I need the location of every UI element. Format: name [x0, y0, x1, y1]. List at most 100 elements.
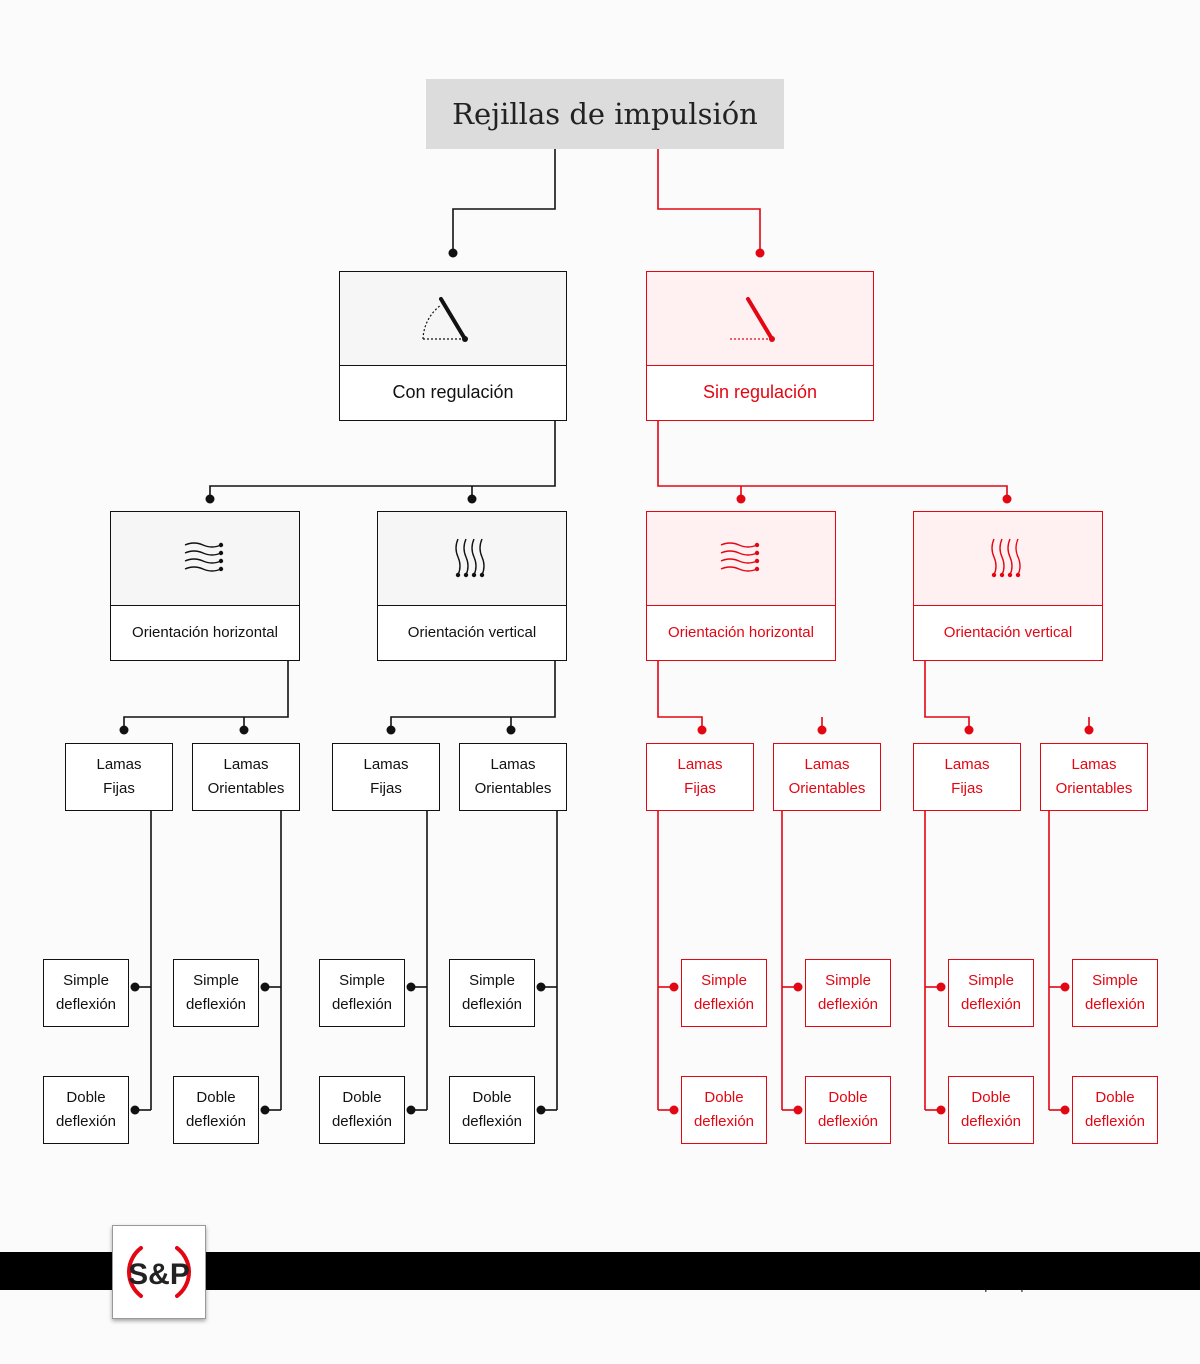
- deflexion-word: deflexión: [55, 996, 117, 1013]
- label-sin-regulacion: Sin regulación: [702, 382, 818, 402]
- connector-dot: [506, 725, 516, 735]
- connector-dot: [936, 982, 946, 992]
- deflexion-kind: Doble: [196, 1089, 236, 1106]
- lamas-fijas-box: Lamas Fijas: [65, 743, 173, 811]
- diagram-title: Rejillas de impulsión: [426, 79, 784, 149]
- connector-dot: [1084, 725, 1094, 735]
- deflexion-word: deflexión: [1084, 1113, 1146, 1130]
- connector-dot: [386, 725, 396, 735]
- deflexion-word: deflexión: [817, 996, 879, 1013]
- deflexion-kind: Doble: [472, 1089, 512, 1106]
- connector-dot: [1002, 494, 1012, 504]
- connector-dot: [260, 1105, 270, 1115]
- connector-dot: [119, 725, 129, 735]
- deflexion-word: deflexión: [461, 1113, 523, 1130]
- connector-dot: [130, 982, 140, 992]
- lamas-type: Orientables: [474, 780, 552, 797]
- connector-dot: [536, 1105, 546, 1115]
- simple-deflexion-box: Simple deflexión: [805, 959, 891, 1027]
- lamas-type: Orientables: [1055, 780, 1133, 797]
- deflexion-kind: Simple: [825, 972, 871, 989]
- card-con-vertical: Orientación vertical: [377, 511, 567, 661]
- lamas-word: Lamas: [804, 756, 850, 773]
- connector-dot: [669, 982, 679, 992]
- connector-dot: [205, 494, 215, 504]
- deflexion-kind: Simple: [339, 972, 385, 989]
- sp-logo-icon: S&P: [112, 1225, 206, 1319]
- deflexion-kind: Simple: [193, 972, 239, 989]
- connector-con-horizontal: [209, 421, 556, 499]
- deflexion-word: deflexión: [693, 996, 755, 1013]
- connector-dot: [467, 494, 477, 504]
- lamas-word: Lamas: [363, 756, 409, 773]
- label-sin-vertical: Orientación vertical: [943, 624, 1073, 641]
- lamas-word: Lamas: [677, 756, 723, 773]
- card-con-horizontal: Orientación horizontal: [110, 511, 300, 661]
- connector-dot: [260, 982, 270, 992]
- connector-dot: [448, 248, 458, 258]
- connector-title-con: [452, 149, 556, 253]
- connector-dot: [1060, 1105, 1070, 1115]
- lamas-type: Orientables: [207, 780, 285, 797]
- connector-dot: [1060, 982, 1070, 992]
- connector-dot: [793, 1105, 803, 1115]
- lamas-word: Lamas: [223, 756, 269, 773]
- footer-url: www.solerpalau.com: [930, 1284, 1076, 1292]
- logo-text: S&P: [128, 1258, 190, 1291]
- lamas-orientables-box: Lamas Orientables: [773, 743, 881, 811]
- simple-deflexion-box: Simple deflexión: [173, 959, 259, 1027]
- connector-dot: [406, 982, 416, 992]
- connector-dot: [755, 248, 765, 258]
- connector-dot: [736, 494, 746, 504]
- connector-dot: [406, 1105, 416, 1115]
- doble-deflexion-box: Doble deflexión: [681, 1076, 767, 1144]
- lamas-fijas-box: Lamas Fijas: [332, 743, 440, 811]
- connector-dot: [964, 725, 974, 735]
- lamas-fijas-box: Lamas Fijas: [646, 743, 754, 811]
- lamas-type: Fijas: [684, 780, 716, 797]
- deflexion-word: deflexión: [331, 996, 393, 1013]
- connector-lamas: [390, 661, 556, 730]
- label-con-regulacion: Con regulación: [392, 382, 514, 402]
- label-sin-horizontal: Orientación horizontal: [668, 624, 814, 641]
- deflexion-kind: Simple: [469, 972, 515, 989]
- lamas-type: Fijas: [951, 780, 983, 797]
- lamas-word: Lamas: [96, 756, 142, 773]
- connector-lamas: [924, 661, 970, 730]
- deflexion-kind: Doble: [1095, 1089, 1135, 1106]
- connector-lamas: [657, 661, 703, 730]
- deflexion-word: deflexión: [185, 996, 247, 1013]
- deflexion-word: deflexión: [185, 1113, 247, 1130]
- doble-deflexion-box: Doble deflexión: [1072, 1076, 1158, 1144]
- deflexion-word: deflexión: [55, 1113, 117, 1130]
- lamas-word: Lamas: [490, 756, 536, 773]
- damper-regulation-icon: [340, 272, 566, 366]
- deflexion-kind: Doble: [704, 1089, 744, 1106]
- doble-deflexion-box: Doble deflexión: [173, 1076, 259, 1144]
- deflexion-word: deflexión: [693, 1113, 755, 1130]
- lamas-orientables-box: Lamas Orientables: [1040, 743, 1148, 811]
- deflexion-kind: Simple: [968, 972, 1014, 989]
- lamas-word: Lamas: [1071, 756, 1117, 773]
- deflexion-kind: Doble: [971, 1089, 1011, 1106]
- connector-dot: [817, 725, 827, 735]
- vertical-airflow-icon: [914, 512, 1102, 606]
- card-con-regulacion: Con regulación: [339, 271, 567, 421]
- horizontal-airflow-icon: [111, 512, 299, 606]
- connector-lamas: [123, 661, 289, 730]
- connector-sin-vertical: [657, 421, 1008, 499]
- lamas-orientables-box: Lamas Orientables: [459, 743, 567, 811]
- label-con-horizontal: Orientación horizontal: [132, 624, 278, 641]
- lamas-fijas-box: Lamas Fijas: [913, 743, 1021, 811]
- connector-dot: [697, 725, 707, 735]
- damper-no-regulation-icon: [647, 272, 873, 366]
- deflexion-word: deflexión: [817, 1113, 879, 1130]
- deflexion-word: deflexión: [1084, 996, 1146, 1013]
